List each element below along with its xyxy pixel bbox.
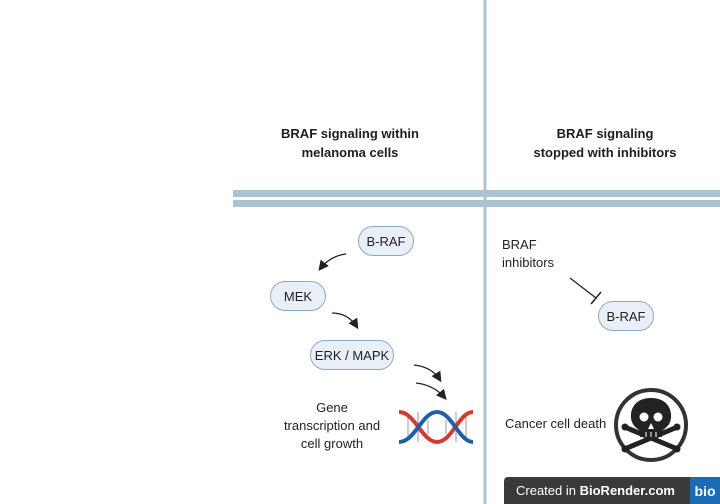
cell-membrane [233, 190, 720, 207]
erk-mapk-node: ERK / MAPK [310, 340, 394, 370]
right-heading-line-1: BRAF signaling [556, 126, 654, 141]
gene-label-line-3: cell growth [300, 436, 364, 451]
right-heading-line-2: stopped with inhibitors [533, 145, 677, 160]
cancer-cell-death-label: Cancer cell death [505, 416, 607, 431]
left-heading-line-2: melanoma cells [301, 145, 399, 160]
braf-node: B-RAF [358, 226, 414, 256]
gene-label-line-2: transcription and [283, 418, 381, 433]
left-heading-line-1: BRAF signaling within [281, 126, 419, 141]
arrow-mek-to-erk [331, 312, 359, 330]
inhibited-braf-node: B-RAF [598, 301, 654, 331]
mek-node: MEK [270, 281, 326, 311]
inhibitor-label-line-2: inhibitors [502, 255, 555, 270]
arrow-braf-to-mek [318, 253, 347, 272]
left-panel-heading: BRAF signaling within melanoma cells [265, 124, 435, 162]
watermark-prefix: Created in [516, 483, 576, 498]
arrow-erk-to-dna-2 [415, 382, 447, 400]
inhibition-arrow [569, 277, 602, 305]
watermark-brand: BioRender.com [579, 483, 675, 498]
biorender-watermark: Created in BioRender.com bio [504, 477, 720, 504]
braf-inhibitors-label: BRAF inhibitors [502, 236, 582, 272]
right-panel-heading: BRAF signaling stopped with inhibitors [515, 124, 695, 162]
biorender-logo-icon: bio [690, 477, 720, 504]
arrow-erk-to-dna-1 [413, 364, 442, 383]
dna-helix-icon [398, 409, 474, 445]
gene-transcription-label: Gene transcription and cell growth [270, 399, 394, 453]
skull-crossbones-icon [614, 388, 688, 462]
inhibitor-label-line-1: BRAF [502, 237, 537, 252]
watermark-text: Created in BioRender.com [504, 483, 690, 498]
gene-label-line-1: Gene [316, 400, 348, 415]
